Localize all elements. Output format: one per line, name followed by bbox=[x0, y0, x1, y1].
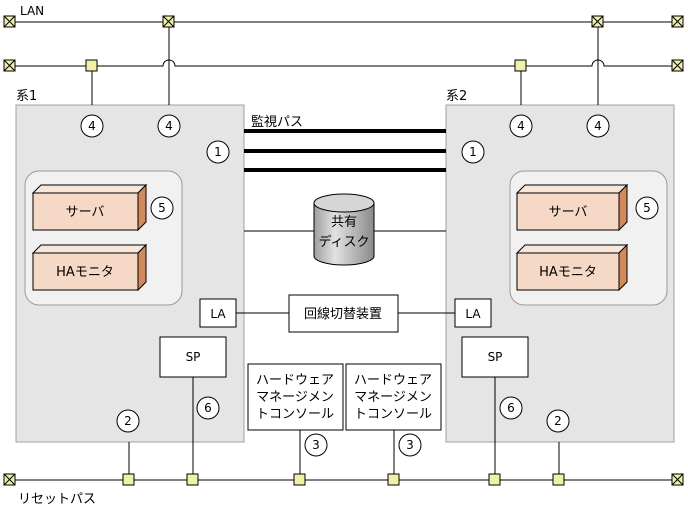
line-switch-box bbox=[288, 294, 399, 333]
callout-5-number: 5 bbox=[643, 201, 651, 215]
line-switch-label: 回線切替装置 bbox=[304, 306, 382, 322]
shared-disk-label-line2: ディスク bbox=[318, 234, 369, 250]
system-1-name: 系1 bbox=[16, 89, 37, 104]
la-box-2 bbox=[454, 298, 492, 328]
connector-icon bbox=[85, 59, 565, 486]
shared-disk-icon bbox=[313, 193, 375, 266]
la-label-1: LA bbox=[210, 307, 226, 321]
callout-6-circle bbox=[196, 396, 220, 420]
callout-4-circle bbox=[509, 114, 533, 138]
server-box-2 bbox=[515, 183, 629, 232]
callout-5-circle bbox=[635, 196, 659, 220]
callout-6-circle bbox=[499, 396, 523, 420]
sp-label-2: SP bbox=[488, 350, 503, 364]
callout-2-number: 2 bbox=[124, 414, 132, 428]
server-label-2: サーバ bbox=[549, 205, 588, 220]
callout-6-number: 6 bbox=[204, 401, 212, 415]
monitor-path-label: 監視パス bbox=[251, 114, 303, 130]
callout-4-circle bbox=[157, 114, 181, 138]
callout-1-number: 1 bbox=[469, 145, 477, 159]
hw-console-2-line2: マネージメン bbox=[354, 390, 432, 405]
callout-1-circle bbox=[461, 140, 485, 164]
ha-monitor-label-1: HAモニタ bbox=[56, 265, 114, 280]
hw-console-1-line1: ハードウェア bbox=[256, 373, 334, 388]
callout-1-number: 1 bbox=[214, 145, 222, 159]
callout-3-number: 3 bbox=[312, 438, 320, 452]
lan-tap-icon bbox=[162, 15, 604, 28]
callout-2-circle bbox=[546, 409, 570, 433]
server-box-1 bbox=[31, 183, 148, 232]
lan-label: LAN bbox=[20, 4, 44, 18]
hw-console-1-line3: トコンソール bbox=[256, 407, 334, 422]
lan-line-2 bbox=[10, 59, 677, 67]
sp-box-1 bbox=[159, 336, 227, 378]
callout-4-circle bbox=[80, 114, 104, 138]
callout-4-number: 4 bbox=[165, 119, 173, 133]
callout-3-number: 3 bbox=[406, 438, 414, 452]
callout-4-number: 4 bbox=[517, 119, 525, 133]
sp-label-1: SP bbox=[186, 350, 201, 364]
callout-4-circle bbox=[586, 114, 610, 138]
hw-console-box-2 bbox=[345, 363, 442, 431]
callout-5-number: 5 bbox=[158, 201, 166, 215]
callout-2-number: 2 bbox=[554, 414, 562, 428]
server-label-1: サーバ bbox=[66, 205, 105, 220]
ha-monitor-box-2 bbox=[515, 243, 629, 292]
hw-console-2-line1: ハードウェア bbox=[354, 373, 432, 388]
hw-console-2-line3: トコンソール bbox=[354, 407, 432, 422]
hw-console-1-line2: マネージメン bbox=[256, 390, 334, 405]
callout-3-circle bbox=[304, 433, 328, 457]
la-label-2: LA bbox=[465, 307, 481, 321]
callout-4-number: 4 bbox=[594, 119, 602, 133]
sp-box-2 bbox=[461, 336, 529, 378]
callout-1-circle bbox=[206, 140, 230, 164]
ha-monitor-label-2: HAモニタ bbox=[539, 265, 597, 280]
callout-4-number: 4 bbox=[88, 119, 96, 133]
hw-console-box-1 bbox=[247, 363, 344, 431]
callout-5-circle bbox=[150, 196, 174, 220]
reset-path-label: リセットパス bbox=[18, 492, 96, 507]
ha-monitor-box-1 bbox=[31, 243, 148, 292]
line-terminal-icon bbox=[3, 15, 684, 486]
la-box-1 bbox=[199, 298, 237, 328]
callout-6-number: 6 bbox=[507, 401, 515, 415]
system-2-name: 系2 bbox=[446, 89, 467, 104]
shared-disk-label-line1: 共有 bbox=[331, 215, 357, 230]
callout-2-circle bbox=[116, 409, 140, 433]
callout-3-circle bbox=[398, 433, 422, 457]
